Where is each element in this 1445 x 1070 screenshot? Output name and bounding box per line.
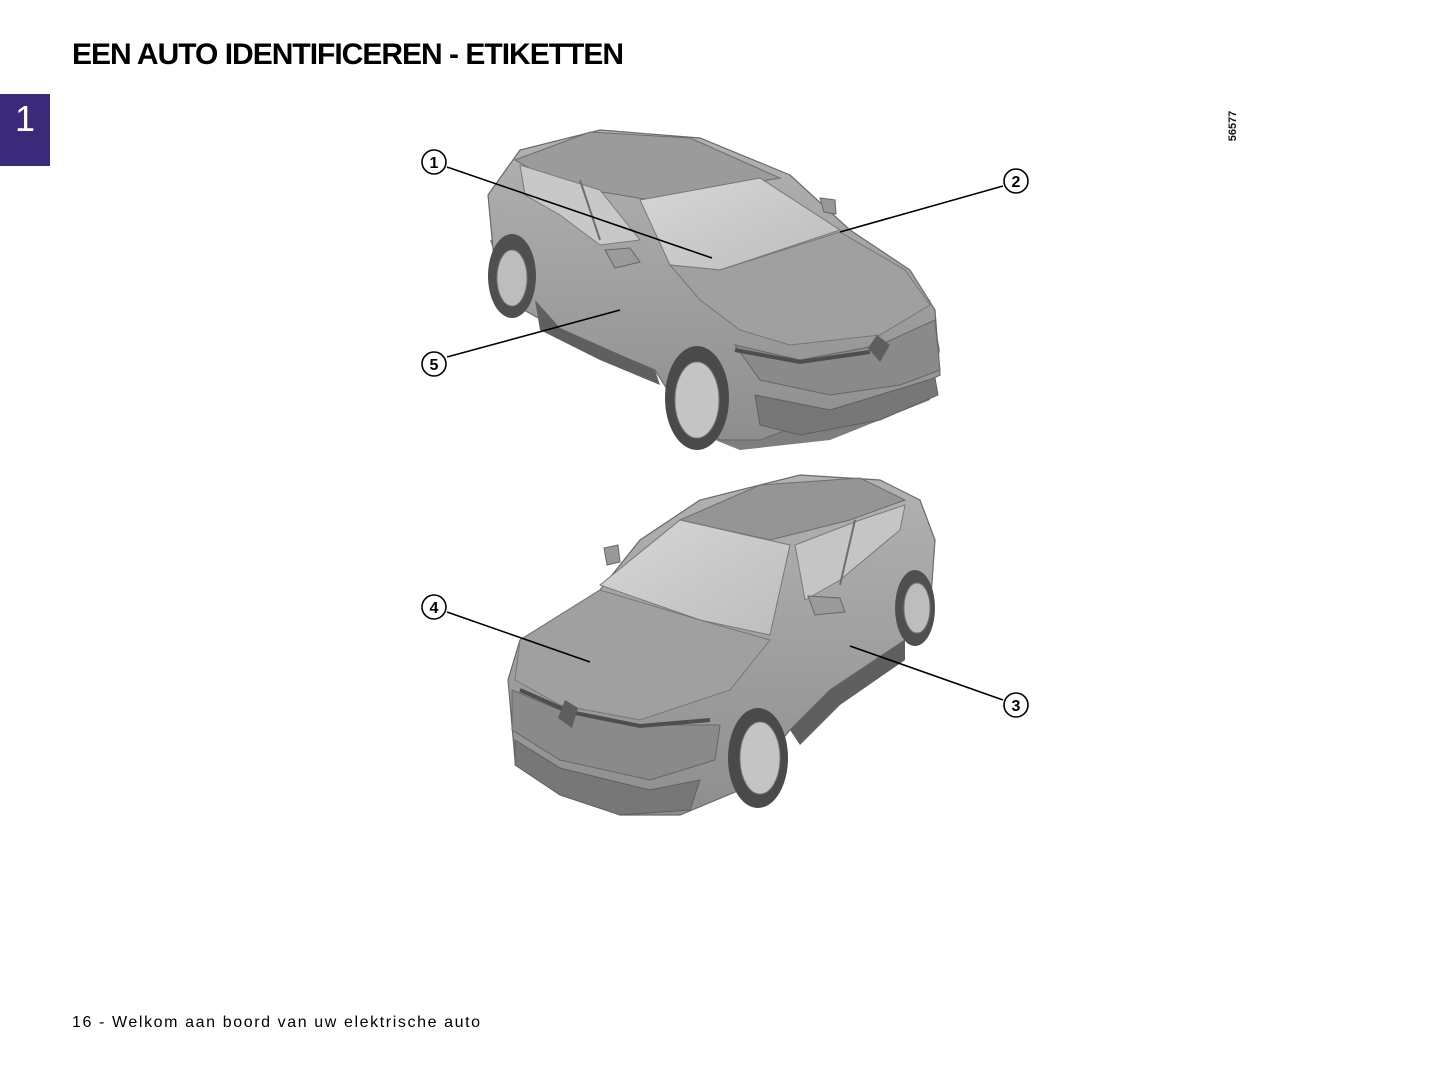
svg-text:2: 2: [1012, 174, 1021, 191]
callout-5: 5: [421, 351, 447, 377]
car-top-view: [487, 129, 941, 450]
chapter-tab: 1: [0, 94, 50, 166]
chapter-number: 1: [14, 98, 36, 139]
leader-line-5: [446, 309, 621, 358]
svg-text:3: 3: [1012, 698, 1021, 715]
leader-line-2: [839, 185, 1004, 233]
svg-text:1: 1: [430, 155, 439, 172]
wheel-rear: [488, 234, 536, 318]
callout-4: 4: [421, 594, 447, 620]
wheel-rear-right: [895, 570, 935, 646]
callout-2: 2: [1003, 168, 1029, 194]
svg-text:4: 4: [430, 600, 439, 617]
callout-1: 1: [421, 149, 447, 175]
leader-line-1: [446, 166, 713, 259]
leader-line-4: [446, 611, 591, 663]
leader-lines: [446, 166, 1004, 701]
car-bottom-view: [507, 474, 936, 816]
callout-3: 3: [1003, 692, 1029, 718]
leader-line-3: [849, 645, 1004, 701]
page-title: EEN AUTO IDENTIFICEREN - ETIKETTEN: [72, 38, 624, 71]
page-footer: 16 - Welkom aan boord van uw elektrische…: [72, 1014, 482, 1031]
svg-text:5: 5: [430, 357, 439, 374]
wheel-front: [665, 346, 729, 450]
wheel-front-right: [728, 708, 788, 808]
